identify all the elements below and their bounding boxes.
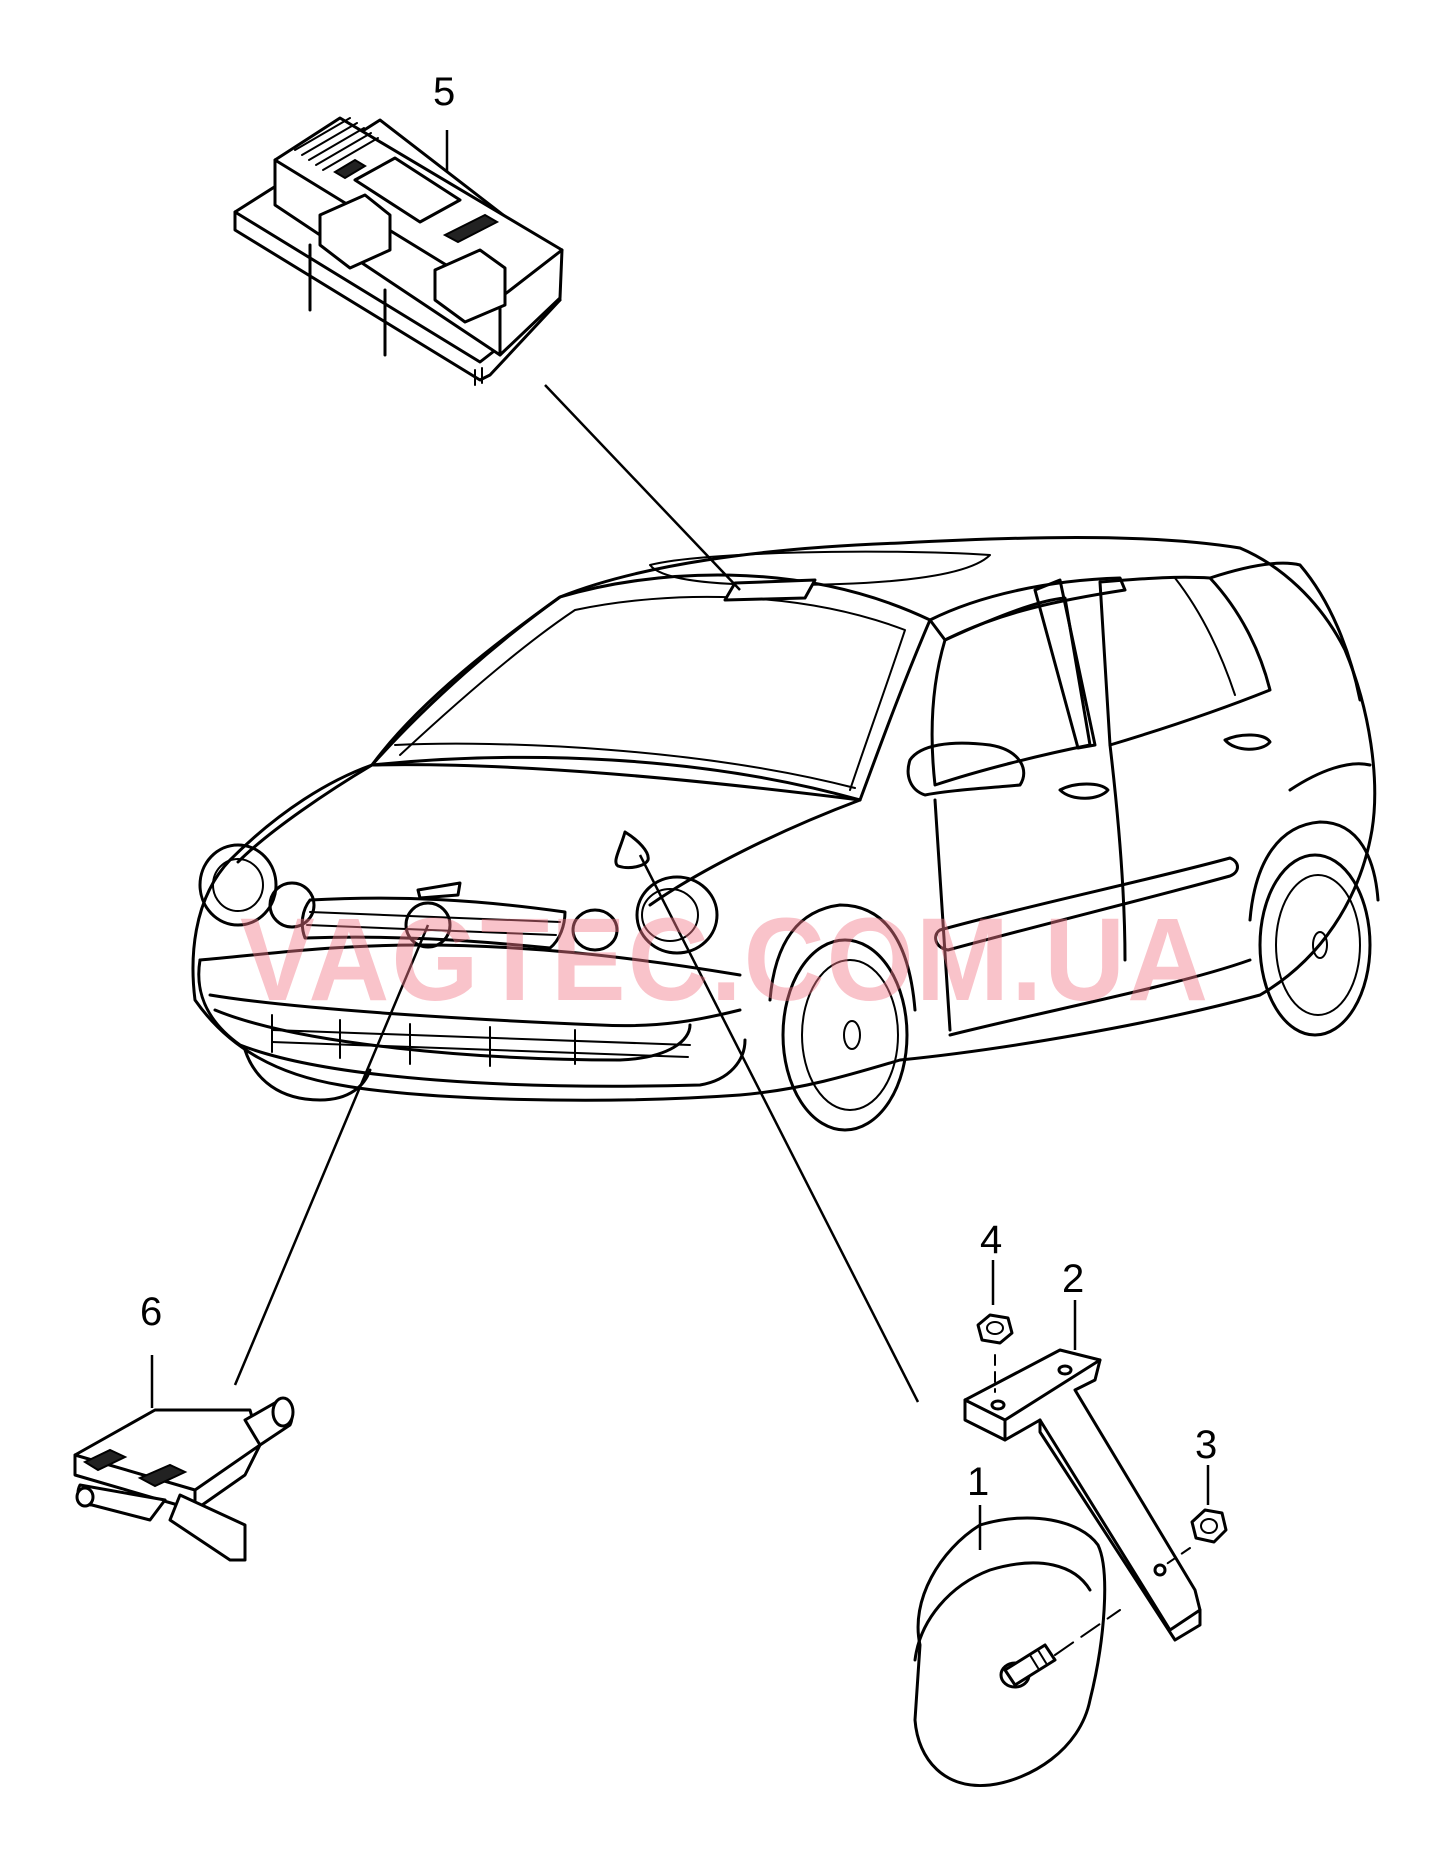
callout-3: 3 <box>1195 1423 1217 1467</box>
hood-marker-left <box>416 881 462 900</box>
vw-emblem <box>404 901 452 949</box>
car-illustration <box>191 536 1380 1132</box>
watermark-text: VAGTEC.COM.UA <box>240 894 1210 1026</box>
leader-lines <box>150 130 1210 1550</box>
callout-5: 5 <box>433 70 455 114</box>
callout-6: 6 <box>140 1290 162 1334</box>
part-1-horn <box>913 1516 1121 1788</box>
callout-labels: 5 6 1 2 4 3 <box>140 70 1217 1504</box>
part-4-nut <box>976 1313 1014 1393</box>
roof-module-marker <box>723 578 817 602</box>
part-3-nut <box>1164 1508 1228 1566</box>
rear-wheel <box>1258 853 1372 1037</box>
front-wheel <box>781 938 909 1132</box>
part-6-switch <box>73 1396 295 1562</box>
callout-4: 4 <box>980 1218 1002 1262</box>
part-5-control-module <box>233 116 564 386</box>
part-2-bracket <box>963 1348 1202 1642</box>
side-mirror <box>906 741 1026 797</box>
leader-line-horn-car <box>638 854 920 1403</box>
callout-2: 2 <box>1062 1257 1084 1301</box>
callout-1: 1 <box>967 1460 989 1504</box>
left-headlight <box>198 843 278 927</box>
hood-marker-right <box>614 830 650 870</box>
right-headlight <box>635 875 719 955</box>
